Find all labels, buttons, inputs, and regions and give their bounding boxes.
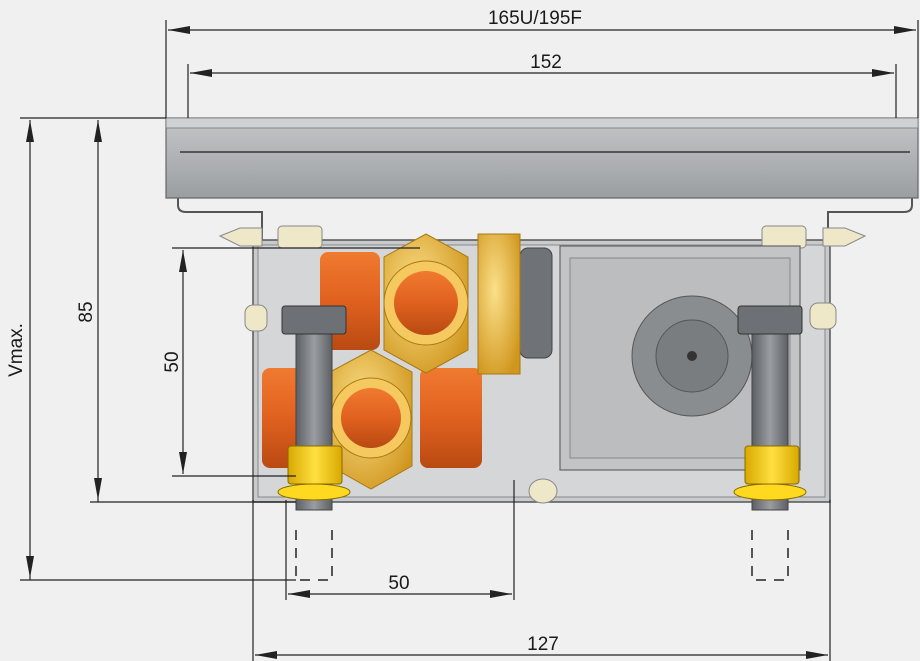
dimension-height: 85: [76, 301, 97, 322]
dimension-base-width: 127: [527, 634, 559, 655]
support-leg-right: [733, 305, 807, 511]
dimension-vmax: Vmax.: [6, 323, 27, 377]
dimension-overall-width: 165U/195F: [488, 8, 582, 29]
mounting-bolts: [218, 225, 867, 504]
dimension-lines: [20, 20, 919, 661]
grille: [165, 117, 919, 199]
brass-valve-top: [383, 233, 521, 375]
dimension-pipe-spacing-horizontal: 50: [388, 573, 409, 594]
leg-extensions-dashed: [295, 530, 789, 581]
support-leg-left: [277, 305, 351, 511]
brass-valve-bottom: [329, 349, 413, 490]
dimension-grille-width: 152: [530, 52, 562, 73]
dimension-pipe-spacing-vertical: 50: [162, 351, 183, 372]
